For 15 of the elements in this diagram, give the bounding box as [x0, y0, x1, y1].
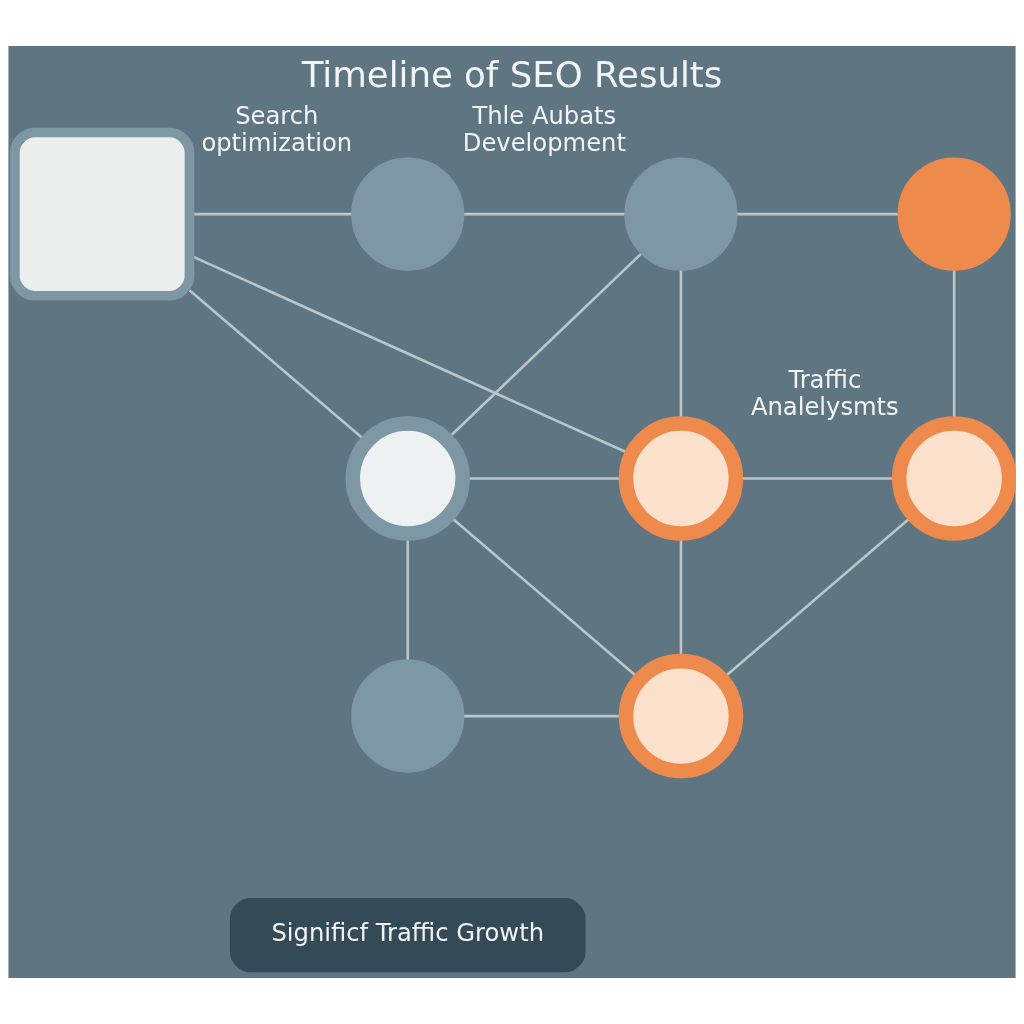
diagram-title: Timeline of SEO Results: [301, 54, 723, 96]
connector: [463, 212, 626, 216]
node-label: Traffic Analelysmts: [750, 364, 899, 422]
node-circle: [351, 659, 465, 773]
node-box: Significf Traffic Growth: [229, 897, 586, 973]
node-circle: [618, 653, 744, 779]
node-label: Search optimization: [201, 100, 353, 158]
node-circle: [351, 157, 465, 271]
node-circle: [618, 416, 744, 541]
node-circle: [345, 416, 470, 541]
node-circle: [624, 157, 738, 271]
connector: [736, 212, 899, 216]
node-box: [10, 127, 195, 301]
node-circle: [897, 157, 1011, 271]
node-label: Thle Aubats Development: [462, 100, 626, 158]
